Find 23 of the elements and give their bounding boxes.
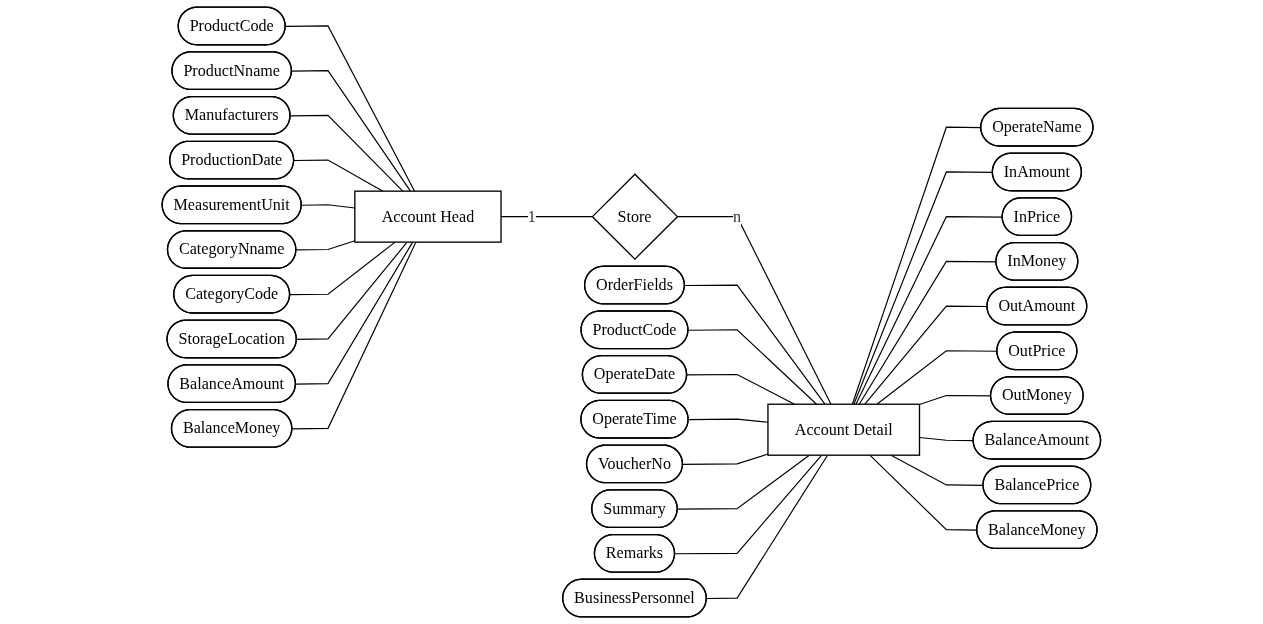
connector	[706, 454, 829, 600]
node-box: Account Detail	[767, 403, 921, 456]
connector	[295, 240, 356, 251]
connector	[285, 25, 416, 192]
connector	[674, 454, 823, 555]
connector	[677, 454, 810, 510]
connector	[686, 373, 796, 405]
connector	[688, 418, 769, 423]
edge-label: n	[733, 207, 742, 226]
connector	[293, 159, 384, 192]
connector	[684, 284, 826, 405]
connector	[682, 453, 769, 465]
connector	[291, 241, 417, 430]
node-box: Account Head	[354, 190, 502, 243]
node-diamond: Store	[591, 173, 679, 261]
connector	[290, 114, 404, 192]
connector	[676, 216, 832, 405]
connector	[289, 241, 396, 296]
connector	[291, 70, 412, 192]
edge-label: 1	[527, 207, 537, 226]
connector	[687, 329, 818, 405]
connector	[296, 241, 408, 340]
connector	[295, 241, 414, 385]
